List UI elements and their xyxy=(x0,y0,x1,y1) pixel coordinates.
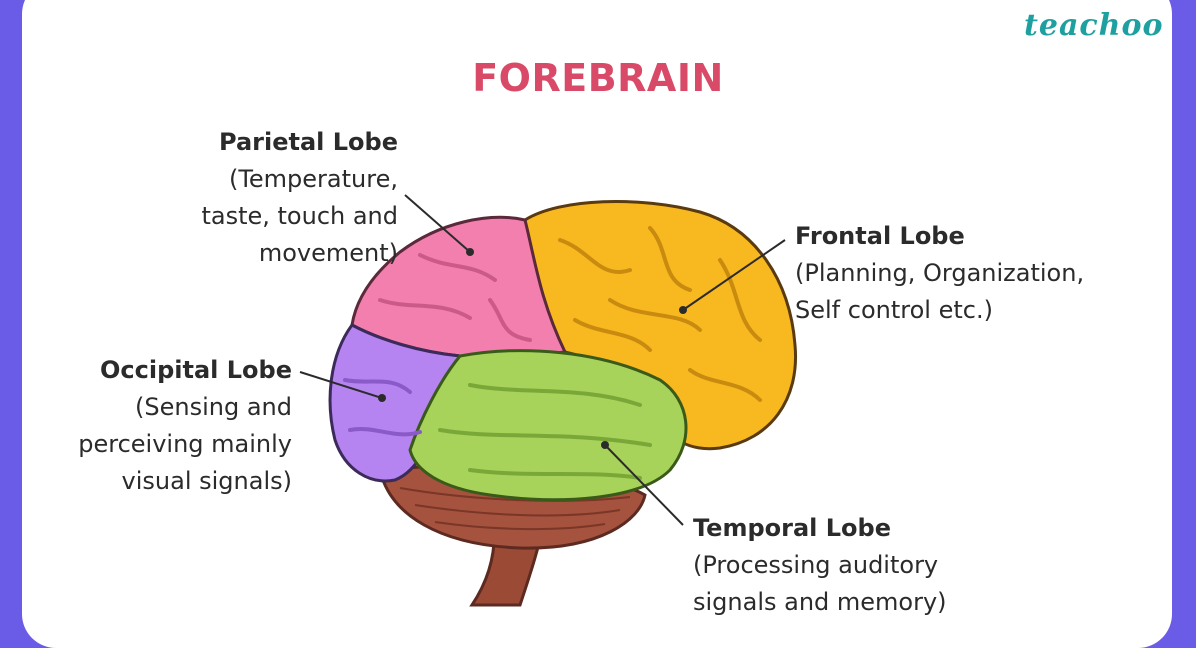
leader-dots xyxy=(378,248,687,449)
brain-illustration xyxy=(299,194,798,607)
parietal-folds xyxy=(378,253,532,342)
brand-logo: teachoo xyxy=(1024,8,1164,43)
leader-lines xyxy=(299,194,786,526)
frontal-leader-line xyxy=(682,239,786,311)
cerebellum-folds xyxy=(399,487,631,531)
frontal-lobe-name: Frontal Lobe xyxy=(795,222,965,250)
parietal-lobe-name: Parietal Lobe xyxy=(219,128,398,156)
temporal-folds xyxy=(438,383,652,480)
occipital-lobe-name: Occipital Lobe xyxy=(100,356,292,384)
occipital-dot xyxy=(378,394,386,402)
diagram-title: FOREBRAIN xyxy=(472,56,724,100)
temporal-lobe-name: Temporal Lobe xyxy=(693,514,891,542)
occipital-leader-line xyxy=(299,371,383,399)
parietal-leader-line xyxy=(404,194,471,253)
temporal-lobe-description: (Processing auditory signals and memory) xyxy=(693,551,947,616)
frontal-lobe-label: Frontal Lobe (Planning, Organization, Se… xyxy=(795,218,1125,329)
temporal-lobe xyxy=(408,349,688,502)
temporal-lobe-label: Temporal Lobe (Processing auditory signa… xyxy=(693,510,993,621)
parietal-lobe-description: (Temperature, taste, touch and movement) xyxy=(201,165,398,267)
occipital-folds xyxy=(343,378,422,437)
parietal-dot xyxy=(466,248,474,256)
frontal-lobe-description: (Planning, Organization, Self control et… xyxy=(795,259,1085,324)
occipital-lobe-label: Occipital Lobe (Sensing and perceiving m… xyxy=(40,352,292,500)
parietal-lobe-label: Parietal Lobe (Temperature, taste, touch… xyxy=(150,124,398,272)
occipital-lobe-description: (Sensing and perceiving mainly visual si… xyxy=(78,393,292,495)
frontal-dot xyxy=(679,306,687,314)
temporal-leader-line xyxy=(604,444,684,526)
temporal-dot xyxy=(601,441,609,449)
frontal-folds xyxy=(558,226,762,402)
